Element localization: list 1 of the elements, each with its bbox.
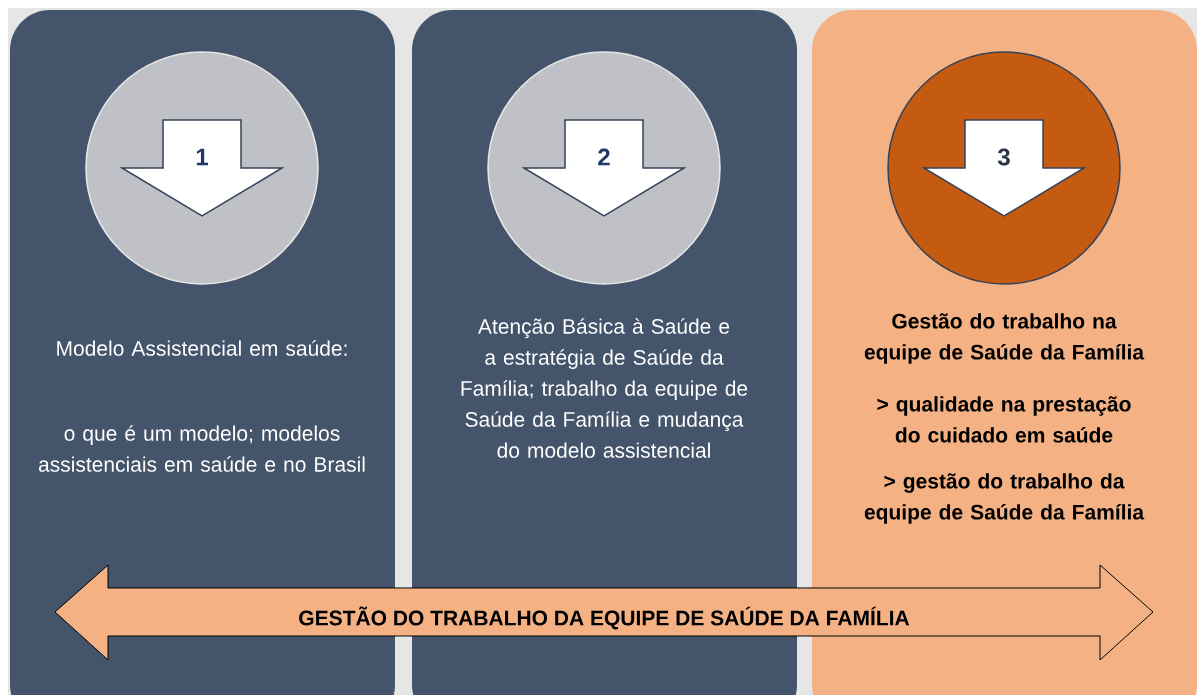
- double-arrow-banner: GESTÃO DO TRABALHO DA EQUIPE DE SAÚDE DA FAMÍLIA: [54, 564, 1154, 661]
